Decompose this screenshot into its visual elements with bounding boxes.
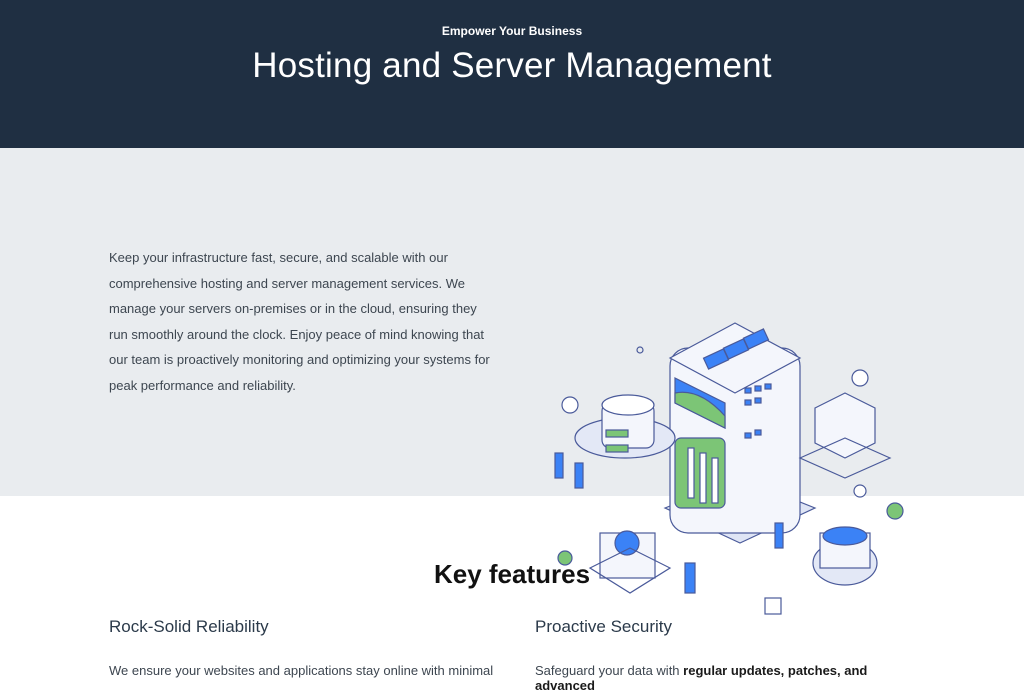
- feature-title: Rock-Solid Reliability: [109, 617, 269, 636]
- hero-header: Empower Your Business Hosting and Server…: [0, 0, 1024, 148]
- server-illustration-icon: [554, 322, 904, 615]
- feature-title: Proactive Security: [535, 617, 672, 636]
- feature-reliability: Rock-Solid Reliability We ensure your we…: [109, 617, 499, 678]
- intro-text: Keep your infrastructure fast, secure, a…: [109, 250, 490, 393]
- intro-section: Keep your infrastructure fast, secure, a…: [0, 148, 1024, 615]
- feature-security: Proactive Security Safeguard your data w…: [535, 617, 925, 693]
- hero-eyebrow: Empower Your Business: [441, 24, 583, 38]
- feature-text: Safeguard your data with regular updates…: [535, 663, 925, 693]
- feature-text-plain: Safeguard your data with: [535, 663, 684, 678]
- feature-text: We ensure your websites and applications…: [109, 663, 494, 678]
- page-title: Hosting and Server Management: [252, 46, 772, 85]
